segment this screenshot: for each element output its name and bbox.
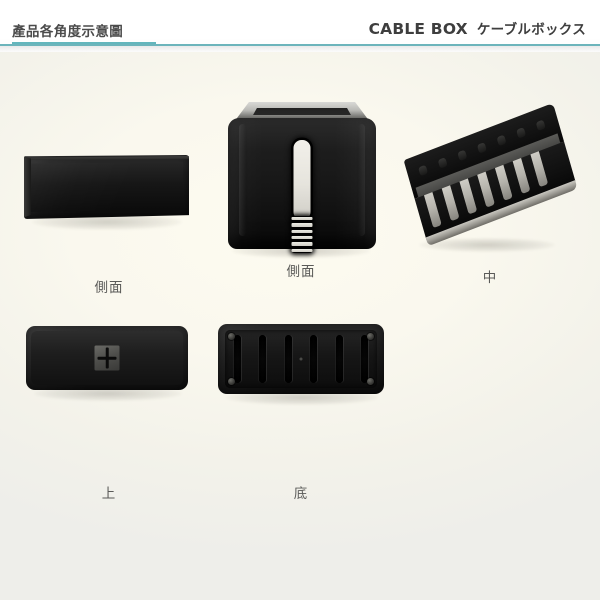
cable-box-lid-illustration <box>26 326 188 390</box>
shadow <box>419 238 555 252</box>
gallery-item-top-lid: 上 <box>14 314 204 502</box>
base-vent <box>284 335 292 383</box>
cable-slot <box>293 140 311 220</box>
cable-box-base-illustration <box>218 324 384 394</box>
rib <box>291 248 313 252</box>
product-angle-gallery: 側面 <box>0 52 600 600</box>
cable-slot-ribs <box>291 216 313 253</box>
title-underline <box>12 42 156 44</box>
base-screw <box>228 333 235 340</box>
tray-notch <box>535 119 546 132</box>
rib <box>291 229 313 234</box>
base-screw <box>228 378 235 385</box>
header-divider <box>0 44 600 46</box>
tray-notch <box>496 134 507 147</box>
gallery-item-bottom-base: 底 <box>206 314 396 502</box>
rib <box>291 223 313 227</box>
rib <box>291 217 313 221</box>
tray-notch <box>476 142 487 154</box>
cable-box-cube-illustration <box>228 102 376 253</box>
product-image-inside-tray <box>395 98 585 268</box>
rib <box>291 235 313 240</box>
caption-top-lid: 上 <box>101 486 117 502</box>
header-shadow <box>0 46 600 52</box>
box-top-plate <box>234 102 370 122</box>
product-image-top-lid <box>14 314 204 484</box>
box-inner-face <box>30 162 183 212</box>
header-left-group: 產品各角度示意圖 <box>12 23 156 44</box>
base-screw <box>367 333 374 340</box>
base-vent-group <box>234 335 368 383</box>
box-top-edge <box>25 156 189 160</box>
product-image-side-cube <box>206 92 396 262</box>
gallery-item-side-cube: 側面 <box>206 92 396 280</box>
box-left-cap <box>24 157 31 218</box>
tray-notch <box>437 157 448 169</box>
cross-bar-vertical <box>105 347 109 369</box>
product-image-side-long <box>14 108 204 278</box>
page-header: 產品各角度示意圖 CABLE BOX ケーブルボックス <box>0 0 600 52</box>
brand-group: CABLE BOX ケーブルボックス <box>369 18 586 44</box>
base-vent <box>310 335 318 383</box>
shadow <box>32 214 182 230</box>
brand-name-jp: ケーブルボックス <box>476 22 586 38</box>
base-vent <box>234 335 241 383</box>
base-screw <box>367 378 374 385</box>
brand-name-en: CABLE BOX <box>368 20 468 38</box>
cable-box-interior-illustration <box>403 102 579 252</box>
caption-side-long: 側面 <box>94 280 124 296</box>
gallery-item-side-long: 側面 <box>14 108 204 296</box>
tray-body <box>403 102 579 249</box>
base-vent <box>335 335 343 383</box>
caption-inside-tray: 中 <box>482 270 498 286</box>
base-vent <box>360 335 368 383</box>
gallery-item-inside-tray: 中 <box>395 98 585 286</box>
page-title: 產品各角度示意圖 <box>12 23 124 40</box>
tray-notch <box>418 164 429 177</box>
caption-side-cube: 側面 <box>286 264 316 280</box>
header-inner: 產品各角度示意圖 CABLE BOX ケーブルボックス <box>0 0 600 44</box>
cross-opening-plate <box>94 345 120 371</box>
rib <box>291 242 313 246</box>
box-right-edge-highlight <box>358 124 365 236</box>
base-center-mark <box>299 357 303 361</box>
base-vent <box>259 335 267 383</box>
cable-box-side-long-illustration <box>24 155 189 219</box>
box-left-edge-highlight <box>239 124 246 236</box>
caption-bottom-base: 底 <box>293 486 309 502</box>
tray-notch <box>457 149 468 162</box>
product-image-bottom-base <box>206 314 396 484</box>
tray-notch <box>516 127 527 139</box>
